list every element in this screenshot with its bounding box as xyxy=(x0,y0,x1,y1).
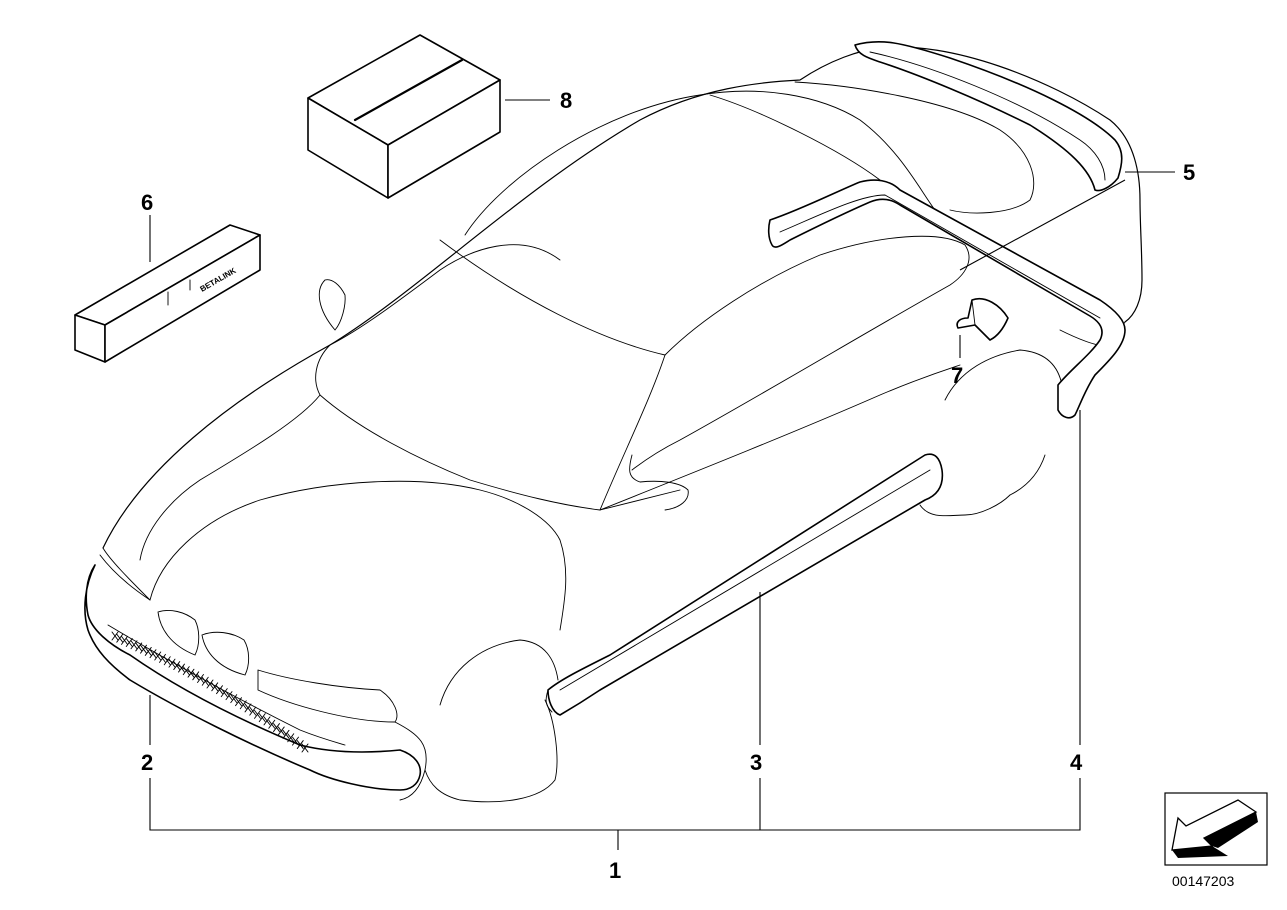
callout-4: 4 xyxy=(1070,750,1083,775)
part-carton xyxy=(307,34,501,199)
callout-8: 8 xyxy=(560,88,572,113)
mesh-line xyxy=(130,640,138,650)
callout-7: 7 xyxy=(951,363,963,388)
mesh-line xyxy=(244,703,252,713)
orientation-icon-box xyxy=(1164,792,1268,866)
mesh-line xyxy=(173,661,181,671)
mesh-line xyxy=(135,642,143,652)
mesh-line xyxy=(182,666,190,676)
mesh-line xyxy=(149,649,157,659)
mesh-line xyxy=(287,733,295,743)
mesh-line xyxy=(230,694,238,704)
mesh-line xyxy=(211,682,219,692)
part-front-spoiler xyxy=(84,564,422,791)
mesh-line xyxy=(254,709,261,719)
mesh-line xyxy=(216,685,223,695)
mesh-line xyxy=(239,700,247,710)
callout-6: 6 xyxy=(141,190,153,215)
callout-1: 1 xyxy=(609,858,621,883)
mesh-line xyxy=(258,713,266,723)
mesh-line xyxy=(273,723,280,733)
leader-lines xyxy=(149,99,1175,850)
mesh-line xyxy=(235,697,242,707)
mesh-line xyxy=(154,651,162,661)
callout-2: 2 xyxy=(141,750,153,775)
part-rear-trim xyxy=(767,179,1126,419)
mesh-line xyxy=(140,644,147,654)
image-number: 00147203 xyxy=(1172,873,1235,889)
mesh-line xyxy=(163,656,171,666)
mesh-line xyxy=(197,674,204,683)
mesh-line xyxy=(263,716,271,726)
part-bracket xyxy=(956,298,1009,341)
mesh-line xyxy=(277,726,285,736)
mesh-line xyxy=(121,635,128,645)
mesh-line xyxy=(292,736,299,746)
mesh-line xyxy=(159,653,166,663)
part-side-skirt xyxy=(545,453,944,716)
callout-numbers: 1 2 3 4 5 6 7 8 xyxy=(141,88,1195,883)
mesh-line xyxy=(249,706,257,716)
part-rear-wing xyxy=(854,40,1123,192)
mesh-line xyxy=(296,740,304,750)
mesh-line xyxy=(125,638,133,647)
mesh-line xyxy=(201,676,209,686)
mesh-line xyxy=(116,633,124,643)
mesh-line xyxy=(206,679,214,689)
mesh-line xyxy=(192,671,200,681)
mesh-line xyxy=(220,688,228,698)
callout-5: 5 xyxy=(1183,160,1195,185)
mesh-line xyxy=(178,663,185,673)
part-package-box: BETALINK xyxy=(74,224,261,363)
mesh-line xyxy=(268,719,276,729)
callout-3: 3 xyxy=(750,750,762,775)
mesh-line xyxy=(168,658,176,668)
spoiler-mesh xyxy=(111,631,309,753)
arrow-down-left-icon xyxy=(1171,799,1258,858)
mesh-line xyxy=(282,729,290,739)
mesh-line xyxy=(225,691,233,701)
mesh-line xyxy=(111,631,119,641)
mesh-line xyxy=(187,668,195,678)
mesh-line xyxy=(301,743,309,753)
mesh-line xyxy=(144,646,152,656)
car-body-outline xyxy=(99,46,1143,803)
